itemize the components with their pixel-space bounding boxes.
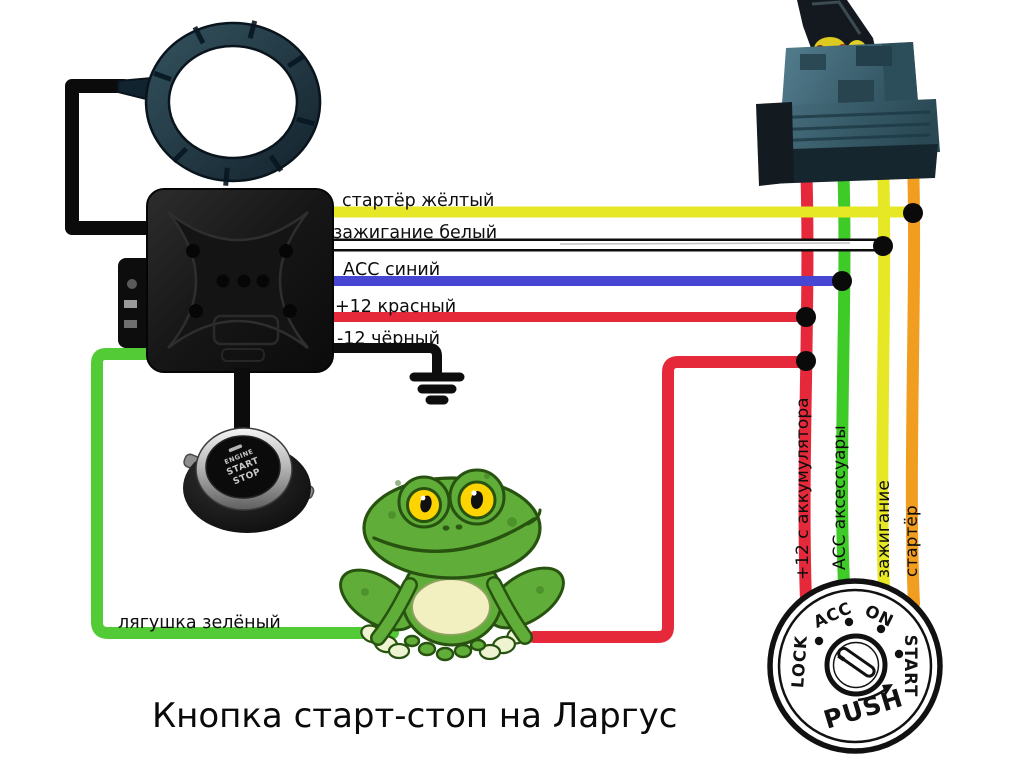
- frog-hands: [403, 634, 487, 662]
- junction-red-bottom: [796, 351, 816, 371]
- wire-ignition-yellow: [876, 154, 891, 594]
- junction-starter: [903, 203, 923, 223]
- wire-battery-red: [798, 154, 814, 606]
- module-holes: [186, 244, 297, 318]
- harness-wires: [798, 154, 921, 610]
- junction-plus12: [796, 307, 816, 327]
- ground-symbol: [409, 372, 465, 405]
- frog-spots: [361, 473, 544, 596]
- label-minus12-black: -12 чёрный: [337, 329, 440, 349]
- wire-labels: стартёр жёлтый зажигание белый АСС синий…: [118, 191, 922, 633]
- label-acc-vertical: АСС аксессуары: [830, 425, 850, 570]
- dial-position-start: START: [901, 635, 920, 698]
- module-output-wires: [321, 206, 913, 377]
- antenna-ring-wire: [65, 79, 159, 235]
- wire-frog-green: [91, 348, 399, 639]
- push-arrow: [857, 687, 887, 702]
- label-battery-vertical: +12 с аккумулятора: [793, 397, 813, 580]
- junction-ignition: [873, 236, 893, 256]
- control-module: [118, 188, 334, 373]
- junction-dots: [796, 203, 923, 371]
- wire-red-bottom: [528, 356, 812, 643]
- ignition-connector: [756, 0, 940, 186]
- ignition-switch: LOCK ACC ON START PUSH: [767, 578, 943, 754]
- label-starter-yellow: стартёр жёлтый: [342, 191, 494, 211]
- frog-smile: [372, 517, 536, 553]
- start-stop-button: ENGINE START STOP: [183, 368, 315, 533]
- wire-minus12-black-h: [321, 343, 442, 377]
- label-ignition-white: зажигание белый: [333, 223, 497, 243]
- frog-illustration: [339, 468, 565, 662]
- label-starter-vertical: стартёр: [902, 505, 922, 577]
- dial-position-dots: [814, 617, 904, 659]
- key-slot: [837, 646, 876, 678]
- diagram-title: Кнопка старт-стоп на Ларгус: [152, 696, 677, 736]
- label-ignition-vertical: зажигание: [874, 480, 894, 578]
- dial-position-lock: LOCK: [788, 634, 811, 688]
- label-plus12-red: +12 красный: [335, 297, 456, 317]
- label-acc-blue: АСС синий: [343, 260, 440, 280]
- button-face: [205, 435, 281, 499]
- antenna-ring: [117, 20, 322, 186]
- label-frog-green: лягушка зелёный: [118, 613, 281, 633]
- junction-acc: [832, 271, 852, 291]
